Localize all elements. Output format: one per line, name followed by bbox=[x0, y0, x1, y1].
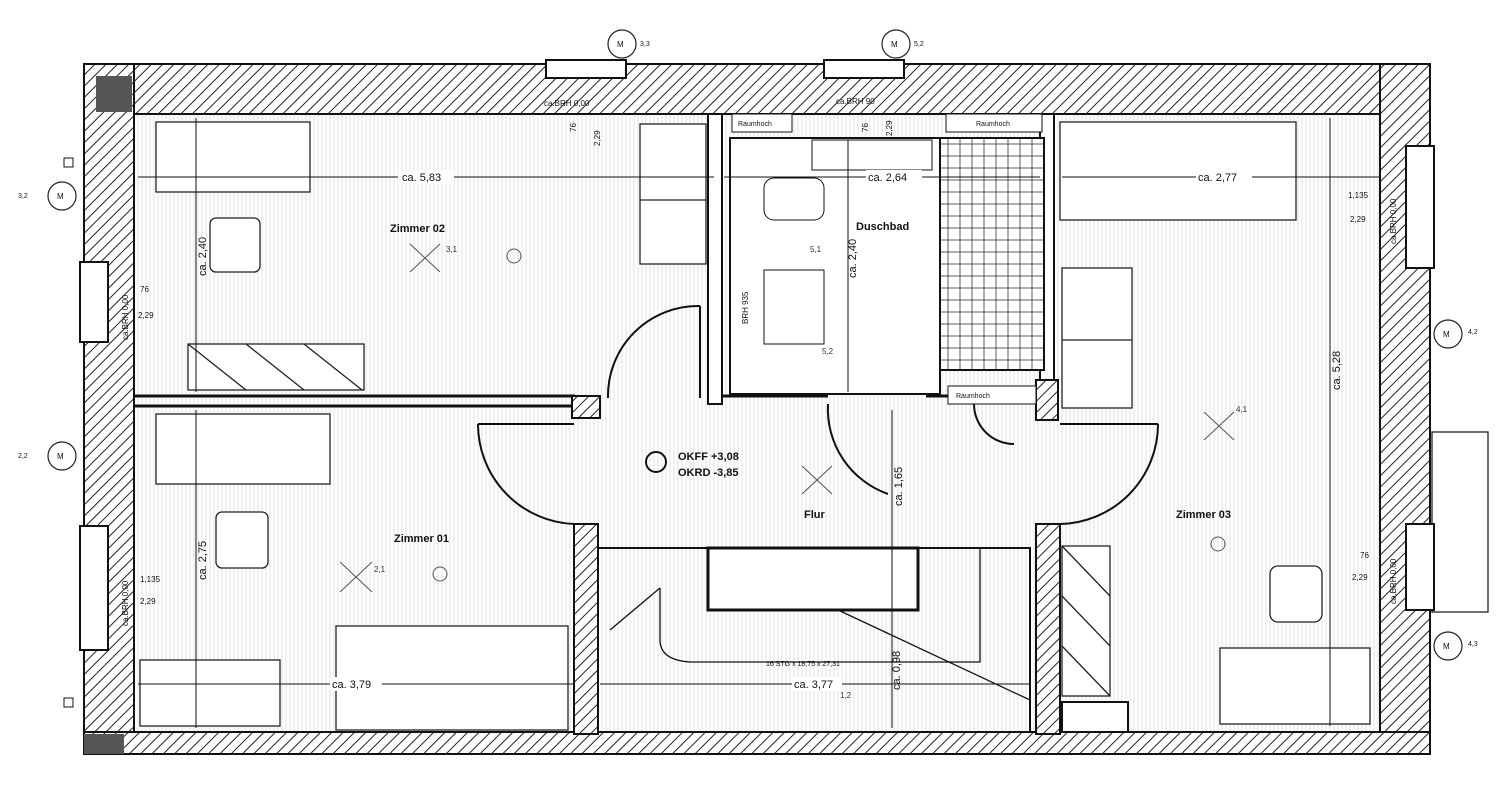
window-right-lower-width: 76 bbox=[1360, 551, 1369, 560]
meter-mark-3: 3,2 bbox=[18, 193, 28, 200]
stair-spec-label: 16 STG x 18,75 x 27,31 bbox=[766, 661, 840, 668]
window-top-left-brh: ca.BRH 0,00 bbox=[544, 99, 590, 108]
ceiling-markers bbox=[339, 243, 1235, 593]
window-left-upper-width: 76 bbox=[140, 285, 149, 294]
raumhoch-label-1: Raumhoch bbox=[738, 121, 772, 128]
furniture bbox=[139, 121, 1489, 731]
window-right-upper-brh: ca.BRH 0,00 bbox=[1389, 198, 1398, 244]
dimension-zimmer-03-height: ca. 5,28 bbox=[1331, 351, 1343, 390]
bath-brh-label: BRH 935 bbox=[741, 291, 750, 324]
staircase bbox=[609, 548, 1031, 701]
room-label-flur: Flur bbox=[804, 509, 825, 521]
window-top-left-width: 76 bbox=[569, 123, 578, 132]
stair-number-label: 1,2 bbox=[840, 691, 852, 700]
dimension-zimmer-01-height: ca. 2,75 bbox=[197, 541, 209, 580]
meter-mark-1: 3,3 bbox=[640, 41, 650, 48]
meter-mark-4: 2,2 bbox=[18, 453, 28, 460]
meter-mark-2: 5,2 bbox=[914, 41, 924, 48]
room-label-zimmer-03: Zimmer 03 bbox=[1176, 509, 1231, 521]
meter-symbol-2: M bbox=[891, 40, 898, 49]
dimension-stair-width: ca. 3,77 bbox=[794, 679, 833, 691]
window-top-mid-height: 2,29 bbox=[885, 120, 894, 136]
raumhoch-label-2: Raumhoch bbox=[976, 121, 1010, 128]
window-left-lower-width: 1,135 bbox=[140, 575, 161, 584]
meter-symbol-1: M bbox=[617, 40, 624, 49]
meter-symbol-4: M bbox=[57, 452, 64, 461]
room-number-bath-2: 5,2 bbox=[822, 347, 834, 356]
room-label-duschbad: Duschbad bbox=[856, 221, 909, 233]
meter-mark-5: 4,2 bbox=[1468, 329, 1478, 336]
window-right-lower-brh: ca.BRH 0,00 bbox=[1389, 558, 1398, 604]
dimension-stair-height: ca. 0,98 bbox=[891, 651, 903, 690]
raumhoch-label-3: Raumhoch bbox=[956, 393, 990, 400]
room-number-bath: 5,1 bbox=[810, 245, 822, 254]
meter-mark-6: 4,3 bbox=[1468, 641, 1478, 648]
dimension-zimmer-02-height: ca. 2,40 bbox=[197, 237, 209, 276]
dimension-bath-height: ca. 2,40 bbox=[847, 239, 859, 278]
room-number-zimmer-03: 4,1 bbox=[1236, 405, 1248, 414]
room-number-zimmer-02: 3,1 bbox=[446, 245, 458, 254]
dimension-zimmer-03-width: ca. 2,77 bbox=[1198, 172, 1237, 184]
corner-marker bbox=[63, 157, 74, 168]
room-label-zimmer-02: Zimmer 02 bbox=[390, 223, 445, 235]
dimension-bath-width: ca. 2,64 bbox=[868, 172, 907, 184]
interior-walls bbox=[134, 113, 1129, 735]
windows bbox=[79, 59, 1435, 651]
window-left-upper-height: 2,29 bbox=[138, 311, 154, 320]
corner-marker bbox=[63, 697, 74, 708]
elevation-okrd: OKRD -3,85 bbox=[678, 467, 739, 479]
elevation-okff: OKFF +3,08 bbox=[678, 451, 739, 463]
dimension-zimmer-01-width: ca. 3,79 bbox=[332, 679, 371, 691]
window-left-lower-brh: ca.BRH 0,00 bbox=[121, 580, 130, 626]
room-number-zimmer-01: 2,1 bbox=[374, 565, 386, 574]
bathroom bbox=[729, 113, 1045, 405]
meter-symbol-3: M bbox=[57, 192, 64, 201]
door-swings bbox=[476, 304, 1159, 525]
window-right-upper-width: 1,135 bbox=[1348, 191, 1369, 200]
window-top-left-height: 2,29 bbox=[593, 130, 602, 146]
dimension-zimmer-02-width: ca. 5,83 bbox=[402, 172, 441, 184]
window-top-mid-width: 76 bbox=[861, 123, 870, 132]
window-left-upper-brh: ca.BRH 0,00 bbox=[121, 294, 130, 340]
window-right-upper-height: 2,29 bbox=[1350, 215, 1366, 224]
window-left-lower-height: 2,29 bbox=[140, 597, 156, 606]
room-label-zimmer-01: Zimmer 01 bbox=[394, 533, 449, 545]
meter-symbols bbox=[47, 29, 1463, 661]
window-right-lower-height: 2,29 bbox=[1352, 573, 1368, 582]
meter-symbol-5: M bbox=[1443, 330, 1450, 339]
dimension-flur-height: ca. 1,65 bbox=[893, 467, 905, 506]
meter-symbol-6: M bbox=[1443, 642, 1450, 651]
window-top-mid-brh: ca.BRH 90 bbox=[836, 97, 875, 106]
